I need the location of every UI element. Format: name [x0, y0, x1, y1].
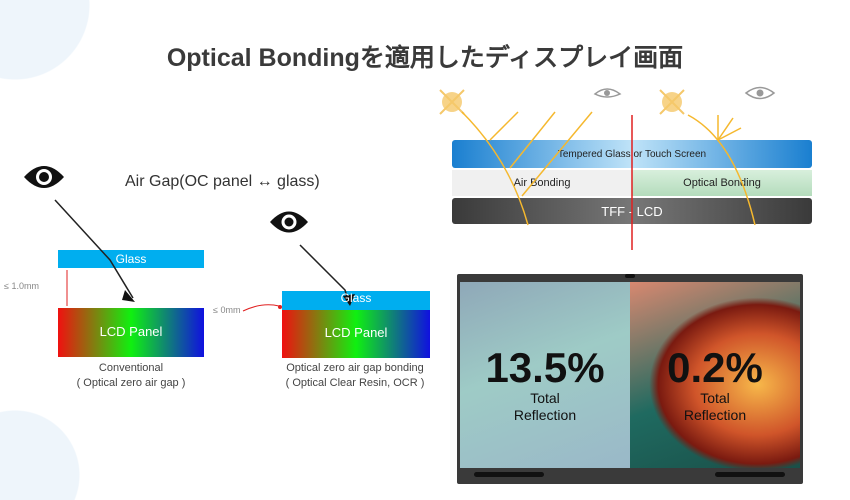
- caption-line1: Optical zero air gap bonding: [286, 362, 424, 374]
- optical-bonding-layer: Optical Bonding: [632, 170, 812, 196]
- monitor-comparison: 13.5% Total Reflection 0.2% Total Reflec…: [457, 274, 803, 484]
- caption-line1: Conventional: [98, 362, 164, 374]
- gap-label: ≤ 0mm: [213, 305, 241, 315]
- eye-icon: [593, 88, 622, 98]
- right-reflection-label1: Total: [700, 390, 730, 406]
- air-gap-graphics: [24, 166, 430, 358]
- sun-icon: [659, 89, 685, 115]
- lcd-panel-label: LCD Panel: [99, 324, 163, 339]
- eye-icon: [270, 211, 308, 233]
- glass-label: Glass: [115, 252, 147, 266]
- left-reflection-value: 13.5%: [485, 344, 605, 391]
- left-reflection-label1: Total: [530, 390, 560, 406]
- lcd-panel-label: LCD Panel: [324, 325, 388, 340]
- caption-line2: ( Optical Clear Resin, OCR ): [285, 377, 425, 389]
- lcd-panel: [282, 310, 430, 358]
- right-reflection-label2: Reflection: [683, 407, 747, 423]
- lcd-panel: [58, 308, 204, 357]
- view-arrow: [54, 199, 134, 299]
- right-reflection-value: 0.2%: [667, 344, 763, 391]
- air-gap-heading: Air Gap(OC panel ↔ glass): [125, 173, 320, 190]
- bezel-controls-left: [474, 472, 544, 477]
- caption-line2: ( Optical zero air gap ): [76, 377, 186, 389]
- decor-circle-bottom: [0, 410, 80, 500]
- arrow-head: [343, 294, 355, 306]
- page-title: Optical Bondingを適用したディスプレイ画面: [166, 44, 684, 72]
- eye-icon: [744, 86, 776, 100]
- left-reflection-label2: Reflection: [513, 407, 577, 423]
- gap-pointer: [242, 304, 280, 312]
- gap-label: ≤ 1.0mm: [4, 281, 39, 291]
- glass-layer: [282, 291, 430, 310]
- screen-left: [460, 282, 630, 468]
- glass-layer: [58, 250, 204, 268]
- sun-icon: [439, 89, 465, 115]
- arrow-head: [122, 290, 135, 302]
- light-rays: [439, 86, 776, 250]
- decor-circle-top: [0, 0, 90, 80]
- eye-icon: [24, 166, 64, 188]
- screen-right: [630, 282, 800, 468]
- glass-label: Glass: [340, 291, 372, 305]
- ray-lines: [461, 111, 756, 226]
- air-bonding-layer: Air Bonding: [452, 170, 632, 196]
- camera-icon: [625, 274, 635, 278]
- bezel-controls-right: [715, 472, 785, 477]
